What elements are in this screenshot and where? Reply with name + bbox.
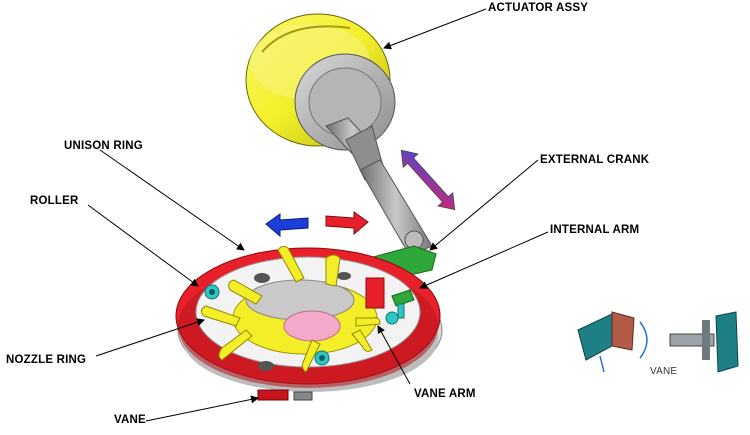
label-vane: VANE [114,414,146,426]
rollers [204,284,399,366]
inset-vane-diagram [577,311,739,373]
label-unison-ring: UNISON RING [64,140,143,152]
motion-arrows [265,149,456,238]
label-external-crank: EXTERNAL CRANK [540,154,650,166]
actuator-assy [245,13,396,151]
label-inset-vane: VANE [650,366,678,377]
vane-arms [200,245,381,373]
vane-part [257,389,313,401]
internal-arm [365,277,415,319]
label-internal-arm: INTERNAL ARM [550,224,640,236]
label-nozzle-ring: NOZZLE RING [6,354,87,366]
leader-lines [87,8,549,422]
label-roller: ROLLER [30,195,79,207]
label-vane-arm: VANE ARM [414,388,476,400]
actuator-rod [325,117,433,257]
label-actuator-assy: ACTUATOR ASSY [488,2,589,14]
